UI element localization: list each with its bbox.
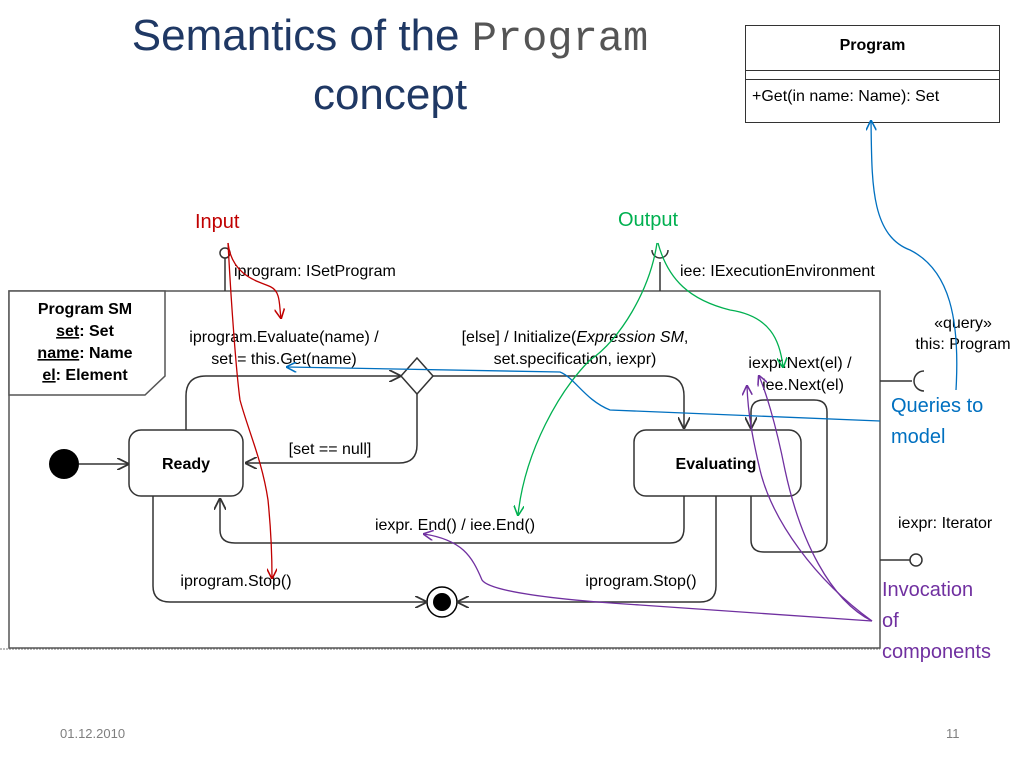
transition-else [433, 375, 684, 428]
else-label-1: [else] / Initialize(Expression SM, [462, 329, 689, 346]
class-attributes-compartment [746, 71, 999, 80]
queries-label-line1: Queries to [891, 395, 984, 417]
title-suffix: concept [312, 70, 468, 119]
var-name: name: Name [37, 345, 132, 362]
state-ready-label: Ready [162, 456, 210, 473]
next-label-2: iee.Next(el) [762, 377, 844, 394]
transition-next-loop [751, 399, 828, 553]
sm-frame [8, 290, 881, 649]
set-null-label: [set == null] [289, 441, 372, 458]
invocation-label: Invocation of components [882, 575, 991, 668]
iee-port-label: iee: IExecutionEnvironment [680, 263, 875, 280]
transition-evaluate [185, 376, 400, 430]
footer-date: 01.12.2010 [60, 726, 126, 741]
end-label: iexpr. End() / iee.End() [375, 517, 535, 534]
output-arrow-end [518, 242, 658, 515]
class-operation: +Get(in name: Name): Set [752, 88, 940, 105]
invocation-label-line1: Invocation [882, 579, 974, 601]
input-arrow-stop [227, 242, 272, 578]
queries-label: Queries to model [891, 391, 983, 453]
input-label: Input [195, 211, 240, 233]
slide-title: Semantics of the Program concept [0, 8, 780, 123]
evaluate-label-1: iprogram.Evaluate(name) / [189, 329, 379, 346]
initial-state [49, 449, 79, 479]
iexpr-port-icon [909, 553, 923, 567]
frame-title-tab [8, 290, 166, 396]
else-label-2: set.specification, iexpr) [494, 351, 657, 368]
frame-title: Program SM [38, 301, 132, 318]
var-set: set: Set [56, 323, 114, 340]
var-el: el: Element [42, 367, 128, 384]
invocation-arrow-next-2 [747, 386, 873, 622]
query-stereotype: «query» [934, 315, 992, 332]
state-evaluating-label: Evaluating [676, 456, 757, 473]
invocation-arrow-end [424, 534, 873, 622]
title-code: Program [471, 15, 649, 63]
output-arrow-next [657, 242, 783, 367]
invocation-arrow-next-1 [759, 376, 873, 622]
program-class-box: Program +Get(in name: Name): Set [745, 25, 1000, 123]
query-arrow-model [871, 121, 958, 391]
evaluate-label-2: set = this.Get(name) [211, 351, 356, 368]
invocation-label-line2: of [882, 610, 899, 632]
query-arrow-get [287, 367, 881, 422]
iee-port-icon [651, 249, 669, 259]
iexpr-port-label: iexpr: Iterator [898, 515, 993, 532]
input-arrow-evaluate [227, 242, 281, 318]
invocation-label-line3: components [882, 641, 991, 663]
state-evaluating [633, 429, 802, 497]
query-port-icon [913, 370, 925, 392]
queries-label-line2: model [891, 426, 946, 448]
footer-page-number: 11 [946, 726, 960, 741]
query-this-label: this: Program [915, 336, 1010, 353]
final-state-core [433, 593, 451, 611]
title-prefix: Semantics of the [131, 11, 472, 60]
transition-stop-left [152, 496, 426, 602]
stop-left-label: iprogram.Stop() [180, 573, 291, 590]
transition-stop-right [458, 496, 717, 602]
transition-set-null [246, 394, 418, 463]
output-label: Output [618, 209, 679, 231]
class-name: Program [746, 26, 999, 71]
stop-right-label: iprogram.Stop() [585, 573, 696, 590]
choice-node [399, 356, 435, 396]
next-label-1: iexpr.Next(el) / [748, 355, 852, 372]
iprogram-port-label: iprogram: ISetProgram [234, 263, 396, 280]
